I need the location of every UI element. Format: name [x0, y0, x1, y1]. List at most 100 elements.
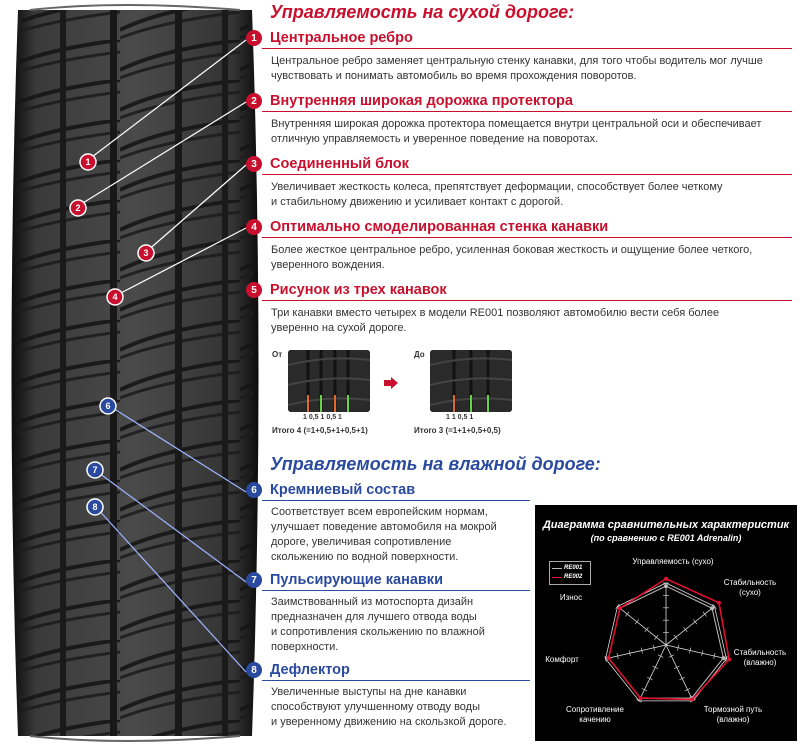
item-title-6: 6 Кремниевый состав [246, 482, 415, 498]
radar-spoke [665, 644, 694, 702]
to-scale: 1 1 0,5 1 [446, 414, 474, 421]
from-label: От [272, 350, 283, 359]
radar-tick [616, 653, 619, 660]
radar-point-re002 [716, 600, 721, 605]
chart-subtitle: (по сравнению с RE001 Adrenalin) [590, 533, 742, 543]
number-badge-5: 5 [246, 282, 262, 298]
radar-tick [668, 654, 675, 658]
radar-tick [692, 619, 698, 625]
svg-text:3: 3 [143, 248, 148, 258]
axis-label-wear: Износ [559, 593, 583, 602]
wet-heading: Управляемость на влажной дороге: [270, 454, 601, 474]
item-title-1: 1 Центральное ребро [246, 30, 413, 46]
radar-tick [652, 644, 655, 651]
radar-spoke [638, 644, 667, 702]
item-title-7: 7 Пульсирующие канавки [246, 572, 443, 588]
radar-point-re002 [690, 697, 695, 702]
radar-tick [684, 688, 691, 692]
axis-label-stability-wet: Стабильность (влажно) [733, 648, 787, 667]
from-scale: 1 0,5 1 0,5 1 [303, 414, 342, 421]
radar-point-re001 [710, 606, 715, 611]
divider [262, 590, 530, 591]
radar-tick [652, 665, 659, 669]
tire-marker-2 [69, 199, 87, 217]
radar-tick [654, 634, 659, 640]
number-badge-2: 2 [246, 93, 262, 109]
radar-tick [679, 676, 685, 681]
radar-tick [677, 644, 680, 651]
item-title-3: 3 Соединенный блок [246, 156, 409, 172]
number-badge-8: 8 [246, 662, 262, 678]
tire-marker-3 [137, 244, 155, 262]
legend-item-re002: RE002 [552, 574, 582, 580]
svg-text:4: 4 [112, 292, 117, 302]
radar-point-re001 [664, 584, 668, 589]
svg-text:7: 7 [92, 465, 97, 475]
item-title-4: 4 Оптимально смоделированная стенка кана… [246, 219, 608, 235]
svg-text:1: 1 [85, 157, 90, 167]
legend-item-re001: RE001 [552, 565, 582, 571]
tire-marker-6 [99, 397, 117, 415]
divider [262, 237, 792, 238]
divider [262, 48, 792, 49]
radar-point-re001 [721, 656, 726, 661]
axis-label-braking-wet: Тормозной путь (влажно) [703, 705, 763, 724]
radar-spoke [605, 644, 667, 660]
radar-series-re002 [607, 577, 731, 701]
from-total: Итого 4 (=1+0,5+1+0,5+1) [272, 426, 368, 435]
radar-tick [689, 647, 692, 654]
divider [262, 111, 792, 112]
to-total: Итого 3 (=1+1+0,5+0,5) [414, 426, 501, 435]
axis-label-comfort: Комфорт [545, 655, 579, 664]
divider [262, 500, 530, 501]
radar-tick [641, 688, 648, 692]
radar-tick [673, 634, 678, 640]
radar-point-re002 [727, 657, 732, 662]
radar-tick [640, 647, 643, 654]
radar-tick [625, 611, 630, 617]
axis-label-rolling-resistance: Сопротивление качению [566, 705, 624, 724]
arrow-right-icon [384, 377, 398, 389]
radar-tick [713, 653, 716, 660]
number-badge-6: 6 [246, 482, 262, 498]
radar-tick [647, 676, 653, 681]
tire-marker-4 [106, 288, 124, 306]
radar-tick [644, 626, 649, 633]
radar-tick [702, 611, 707, 617]
tire-illustration: 1 2 3 4 6 7 8 [11, 4, 259, 742]
divider [262, 680, 530, 681]
divider [262, 174, 792, 175]
number-badge-4: 4 [246, 219, 262, 235]
radar-tick [634, 619, 640, 625]
radar-chart: Диаграмма сравнительных характеристик (п… [535, 505, 797, 741]
radar-tick [701, 650, 704, 657]
tire-marker-8 [86, 498, 104, 516]
to-label: До [414, 350, 425, 359]
chart-title: Диаграмма сравнительных характеристик [542, 519, 790, 531]
item-desc-5: Три канавки вместо четырех в модели RE00… [271, 307, 720, 334]
radar-tick [657, 654, 664, 658]
radar-point-re002 [664, 576, 668, 581]
tread-image-to [430, 350, 512, 412]
radar-tick [628, 650, 631, 657]
axis-label-stability-dry: Стабильность (сухо) [723, 578, 777, 597]
tire-marker-7 [86, 461, 104, 479]
radar-tick [683, 626, 688, 633]
item-desc-3: Увеличивает жесткость колеса, препятству… [271, 181, 723, 208]
number-badge-1: 1 [246, 30, 262, 46]
item-desc-1: Центральное ребро заменяет центральную с… [271, 55, 763, 82]
item-title-5: 5 Рисунок из трех канавок [246, 282, 447, 298]
item-title-2: 2 Внутренняя широкая дорожка протектора [246, 93, 573, 109]
divider [262, 300, 792, 301]
radar-spoke [617, 606, 667, 646]
axis-label-handling-dry: Управляемость (сухо) [632, 557, 714, 566]
radar-spoke [665, 606, 715, 646]
svg-text:8: 8 [92, 502, 97, 512]
radar-tick [673, 665, 680, 669]
radar-spoke [665, 644, 727, 660]
item-desc-2: Внутренняя широкая дорожка протектора по… [271, 118, 762, 145]
item-desc-4: Более жесткое центральное ребро, усиленн… [271, 244, 753, 271]
radar-frame [605, 582, 727, 702]
